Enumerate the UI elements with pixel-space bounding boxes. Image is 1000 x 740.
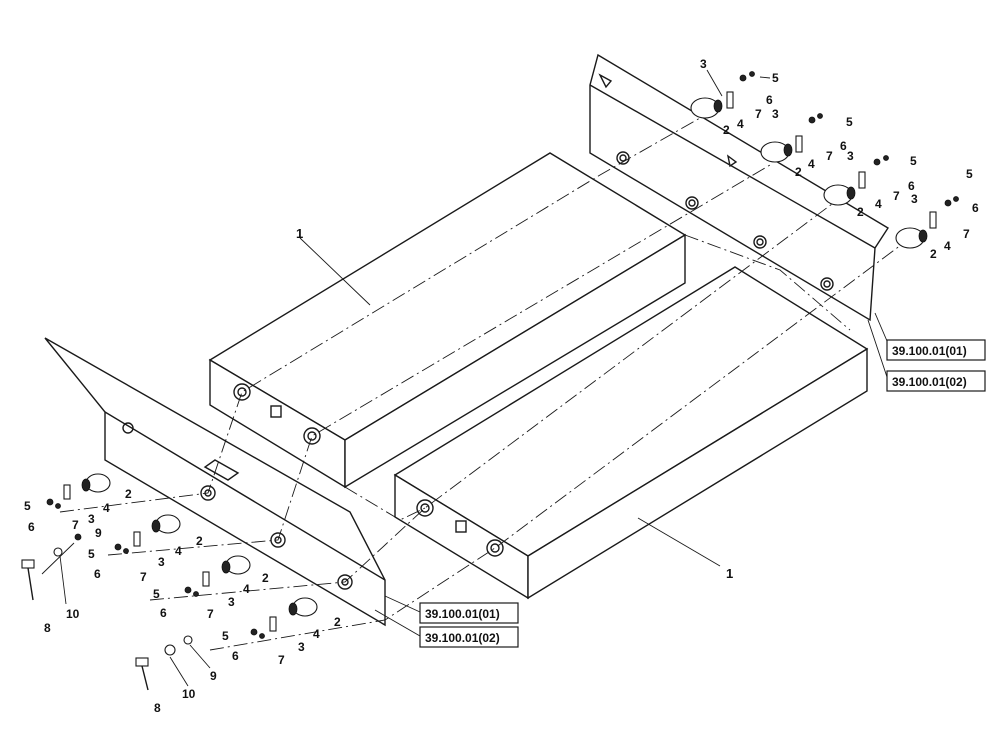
callout-9: 9 [95, 526, 102, 540]
right-fastener-group-1 [690, 71, 755, 119]
callout-7: 7 [826, 149, 833, 163]
callout-2: 2 [930, 247, 937, 261]
leader-lines [299, 237, 891, 637]
callout-4: 4 [737, 117, 744, 131]
callout-2: 2 [262, 571, 269, 585]
callout-2: 2 [196, 534, 203, 548]
callout-7: 7 [72, 518, 79, 532]
callout-3: 3 [847, 149, 854, 163]
callout-4: 4 [103, 501, 110, 515]
callout-7: 7 [893, 189, 900, 203]
reference-text: 39.100.01(02) [892, 375, 967, 389]
callout-5: 5 [966, 167, 973, 181]
left-fastener-group-1 [46, 473, 111, 509]
reference-box-left-02: 39.100.01(02) [419, 626, 519, 648]
callout-7: 7 [278, 653, 285, 667]
right-fastener-group-3 [823, 155, 889, 206]
reference-text: 39.100.01(01) [892, 344, 967, 358]
callout-1-upper: 1 [296, 226, 303, 241]
callout-3: 3 [298, 640, 305, 654]
callout-7: 7 [755, 107, 762, 121]
callout-5: 5 [153, 587, 160, 601]
callout-2: 2 [795, 165, 802, 179]
callout-5: 5 [910, 154, 917, 168]
callout-10: 10 [66, 607, 80, 621]
bolt-and-washers-lower [135, 635, 193, 691]
callout-6: 6 [908, 179, 915, 193]
assembly-center-lines [59, 117, 906, 651]
callout-10: 10 [182, 687, 196, 701]
callout-3: 3 [911, 192, 918, 206]
callout-3: 3 [158, 555, 165, 569]
callout-6: 6 [28, 520, 35, 534]
callout-6: 6 [160, 606, 167, 620]
callout-labels: 1 1 3 5 6 7 4 2 3 5 6 7 4 2 3 5 6 7 4 2 … [24, 57, 979, 715]
callout-2: 2 [857, 205, 864, 219]
reference-box-left-01: 39.100.01(01) [419, 602, 519, 624]
callout-7: 7 [963, 227, 970, 241]
callout-2: 2 [334, 615, 341, 629]
callout-6: 6 [840, 139, 847, 153]
reference-text: 39.100.01(01) [425, 607, 500, 621]
callout-4: 4 [875, 197, 882, 211]
reference-box-right-02: 39.100.01(02) [886, 370, 986, 392]
left-fastener-group-2 [74, 514, 181, 554]
callout-6: 6 [94, 567, 101, 581]
reference-box-right-01: 39.100.01(01) [886, 339, 986, 361]
callout-8: 8 [154, 701, 161, 715]
callout-4: 4 [313, 627, 320, 641]
callout-5: 5 [222, 629, 229, 643]
callout-5: 5 [24, 499, 31, 513]
reference-text: 39.100.01(02) [425, 631, 500, 645]
callout-3: 3 [772, 107, 779, 121]
callout-2: 2 [125, 487, 132, 501]
battery-box-upper [208, 152, 687, 489]
callout-9: 9 [210, 669, 217, 683]
callout-1-lower: 1 [726, 566, 733, 581]
callout-5: 5 [846, 115, 853, 129]
callout-4: 4 [243, 582, 250, 596]
front-cover-panel [44, 337, 386, 627]
callout-6: 6 [766, 93, 773, 107]
callout-7: 7 [140, 570, 147, 584]
battery-box-lower [393, 266, 869, 600]
left-fastener-group-3 [184, 555, 251, 597]
callout-6: 6 [972, 201, 979, 215]
callout-3: 3 [228, 595, 235, 609]
callout-5: 5 [88, 547, 95, 561]
callout-4: 4 [944, 239, 951, 253]
callout-7: 7 [207, 607, 214, 621]
callout-6: 6 [232, 649, 239, 663]
right-fastener-group-4 [895, 196, 959, 249]
callout-3: 3 [88, 512, 95, 526]
callout-3: 3 [700, 57, 707, 71]
callout-5: 5 [772, 71, 779, 85]
callout-8: 8 [44, 621, 51, 635]
rear-cover-panel [589, 53, 889, 322]
right-fastener-group-2 [760, 113, 823, 163]
callout-4: 4 [808, 157, 815, 171]
left-fastener-group-4 [250, 597, 318, 639]
callout-2: 2 [723, 123, 730, 137]
bolt-and-washers-upper [21, 547, 63, 601]
callout-4: 4 [175, 544, 182, 558]
